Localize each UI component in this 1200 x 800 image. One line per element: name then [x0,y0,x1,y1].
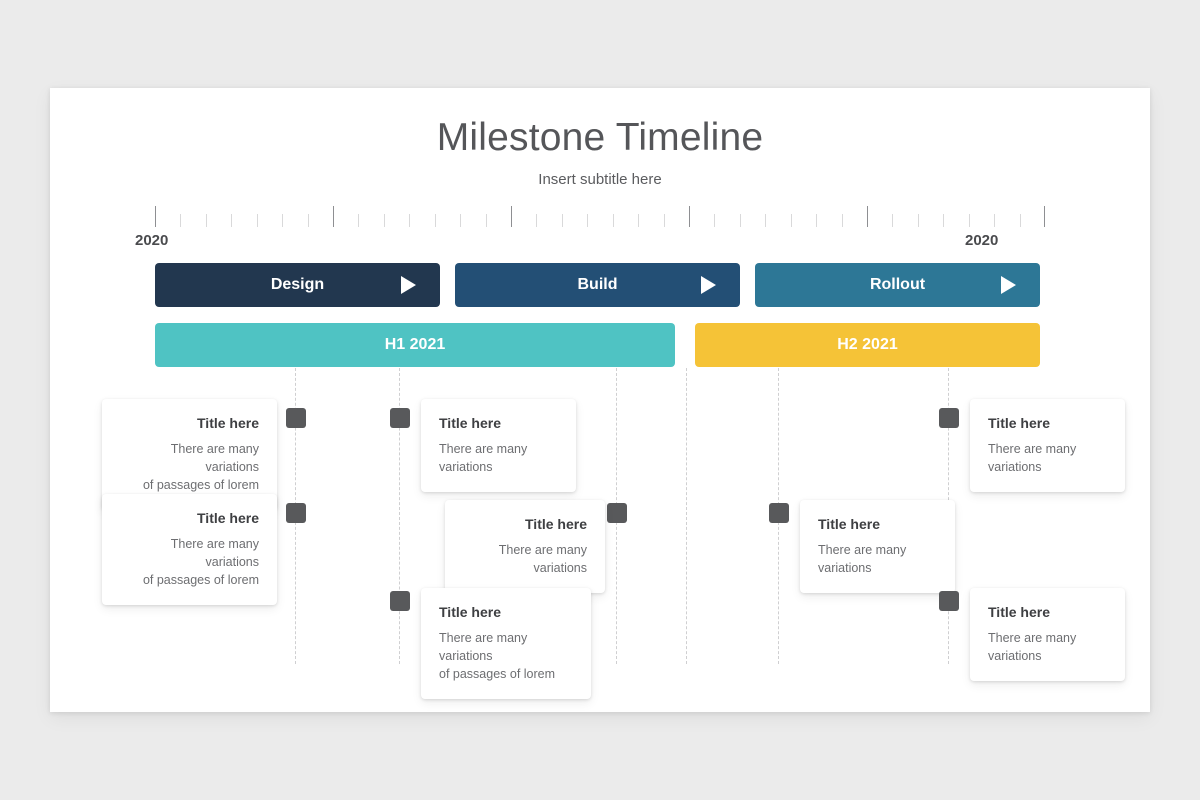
phase-bar-label: Design [270,276,325,293]
play-triangle-icon [701,276,716,294]
ruler-tick-minor [231,214,233,227]
phase-bar-rollout[interactable]: Rollout [755,263,1040,307]
phase-bar-label: Rollout [869,276,926,293]
ruler-tick-minor [561,214,563,227]
ruler-tick-minor [205,214,207,227]
ruler-tick-major [155,206,156,227]
ruler-tick-minor [943,214,945,227]
milestone-marker[interactable] [286,408,306,428]
page-subtitle: Insert subtitle here [538,171,662,188]
ruler-tick-minor [917,214,919,227]
milestone-marker[interactable] [769,503,789,523]
ruler-tick-minor [790,214,792,227]
ruler-tick-minor [587,214,589,227]
ruler-tick-minor [434,214,436,227]
milestone-card-title: Title here [439,415,501,431]
play-triangle-icon [401,276,416,294]
ruler-tick-major [867,206,868,227]
ruler-tick-minor [1019,214,1021,227]
ruler-year-start: 2020 [135,232,169,249]
ruler-tick-minor [638,214,640,227]
ruler-tick-minor [816,214,818,227]
ruler-tick-minor [180,214,182,227]
slide-canvas: Milestone Timeline Insert subtitle here … [50,88,1150,712]
ruler-year-end: 2020 [965,232,999,249]
ruler-tick-minor [663,214,665,227]
milestone-card-title: Title here [988,604,1050,620]
ruler-tick-major [1044,206,1045,227]
ruler-tick-minor [841,214,843,227]
phase-bar-build[interactable]: Build [455,263,740,307]
milestone-card-body: There are many variations [988,441,1077,474]
ruler-tick-minor [256,214,258,227]
timeline-ruler [155,201,1045,227]
ruler-tick-minor [358,214,360,227]
ruler-tick-minor [765,214,767,227]
milestone-card-title: Title here [197,510,259,526]
milestone-card-body: There are many variations [439,441,528,474]
ruler-tick-major [689,206,690,227]
milestone-marker[interactable] [390,591,410,611]
phase-bar-design[interactable]: Design [155,263,440,307]
milestone-card-body: There are many variations [818,542,907,575]
ruler-tick-minor [714,214,716,227]
milestone-card-title: Title here [988,415,1050,431]
ruler-tick-minor [994,214,996,227]
ruler-tick-minor [383,214,385,227]
milestone-marker[interactable] [939,408,959,428]
play-triangle-icon [1001,276,1016,294]
ruler-tick-minor [485,214,487,227]
milestone-card-title: Title here [197,415,259,431]
milestone-card-body: There are many variations of passages of… [142,536,259,588]
ruler-tick-minor [612,214,614,227]
ruler-tick-minor [968,214,970,227]
half-year-bar-label: H2 2021 [837,336,898,353]
milestone-card-body: There are many variations of passages of… [439,630,556,682]
page-title: Milestone Timeline [436,116,764,159]
timeline-guide-line [399,368,400,664]
milestone-marker[interactable] [939,591,959,611]
milestone-card-title: Title here [439,604,501,620]
ruler-tick-minor [282,214,284,227]
ruler-tick-minor [536,214,538,227]
half-year-bar-h1[interactable]: H1 2021 [155,323,675,367]
ruler-tick-minor [739,214,741,227]
milestone-card-body: There are many variations [498,542,587,575]
ruler-tick-minor [460,214,462,227]
phase-bar-label: Build [577,276,618,293]
milestone-marker[interactable] [390,408,410,428]
milestone-card-body: There are many variations of passages of… [142,441,259,493]
milestone-card-title: Title here [818,516,880,532]
half-year-bar-label: H1 2021 [384,336,446,353]
milestone-marker[interactable] [286,503,306,523]
milestone-marker[interactable] [607,503,627,523]
ruler-tick-minor [307,214,309,227]
half-year-bar-h2[interactable]: H2 2021 [695,323,1040,367]
ruler-tick-major [333,206,334,227]
milestone-card-body: There are many variations [988,630,1077,663]
ruler-tick-minor [892,214,894,227]
timeline-guide-line [686,368,687,664]
ruler-tick-major [511,206,512,227]
ruler-tick-minor [409,214,411,227]
milestone-card-title: Title here [525,516,587,532]
